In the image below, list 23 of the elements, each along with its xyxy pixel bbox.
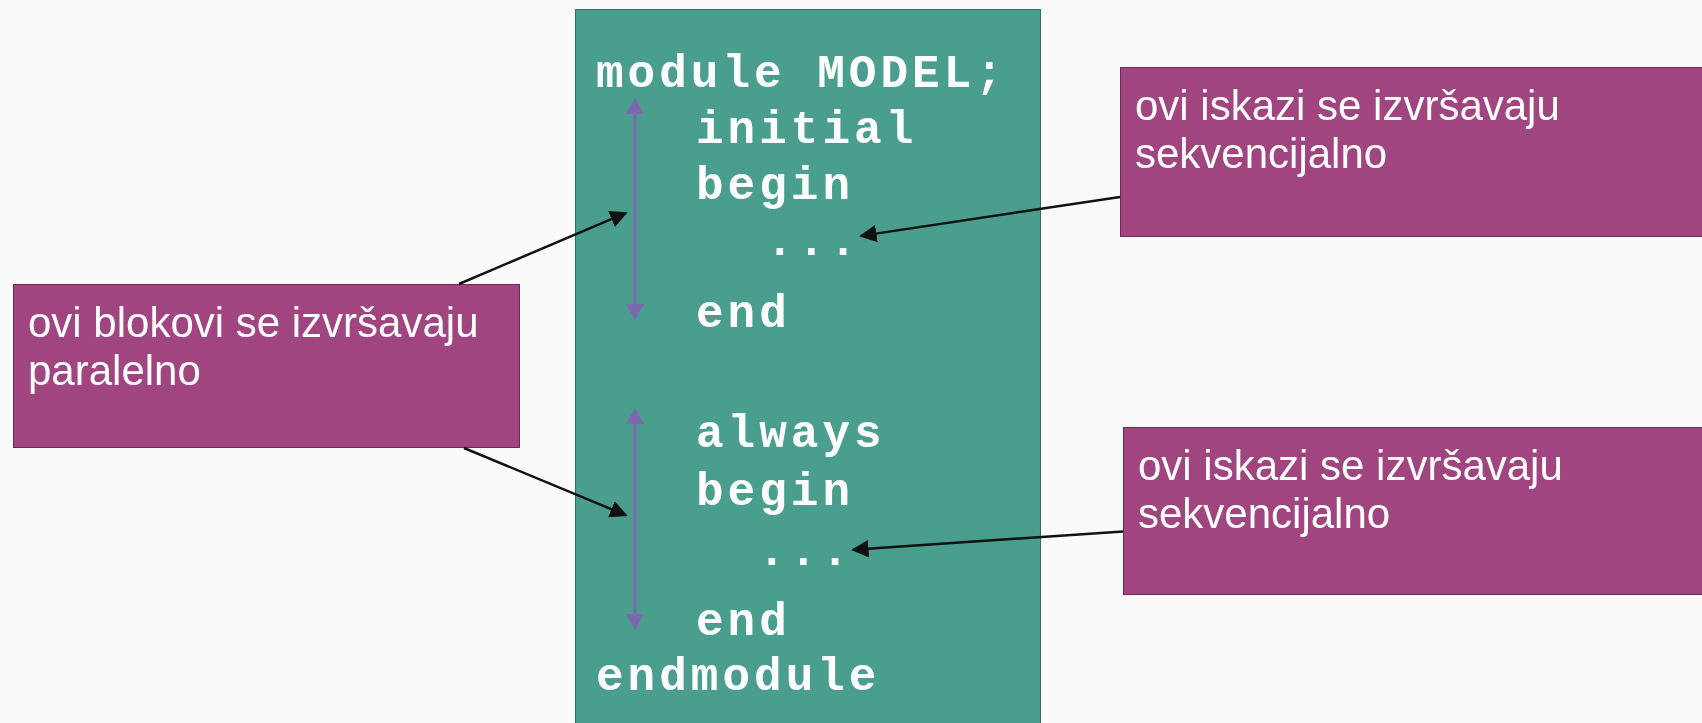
code-line: ... [766,220,861,266]
callout-text: ovi iskazi se izvršavaju sekvencijalno [1135,82,1560,178]
callout-text: ovi blokovi se izvršavaju paralelno [28,299,479,395]
code-line: ... [758,530,853,576]
code-line: endmodule [596,655,881,701]
code-line: end [696,600,791,646]
code-line: initial [696,108,918,154]
code-line: always [696,412,886,458]
arrow [851,530,1124,558]
double-arrow [626,98,644,320]
double-arrow [626,408,644,630]
arrow [859,195,1121,243]
code-line: module MODEL; [596,52,1007,98]
arrow [458,210,628,286]
code-line: begin [696,470,855,516]
arrow [463,446,628,518]
callout-box [1123,427,1702,595]
callout-box [13,284,520,448]
code-panel [575,9,1041,723]
callout-box [1120,67,1702,237]
code-line: end [696,292,791,338]
callout-text: ovi iskazi se izvršavaju sekvencijalno [1138,442,1563,538]
code-line: begin [696,164,855,210]
